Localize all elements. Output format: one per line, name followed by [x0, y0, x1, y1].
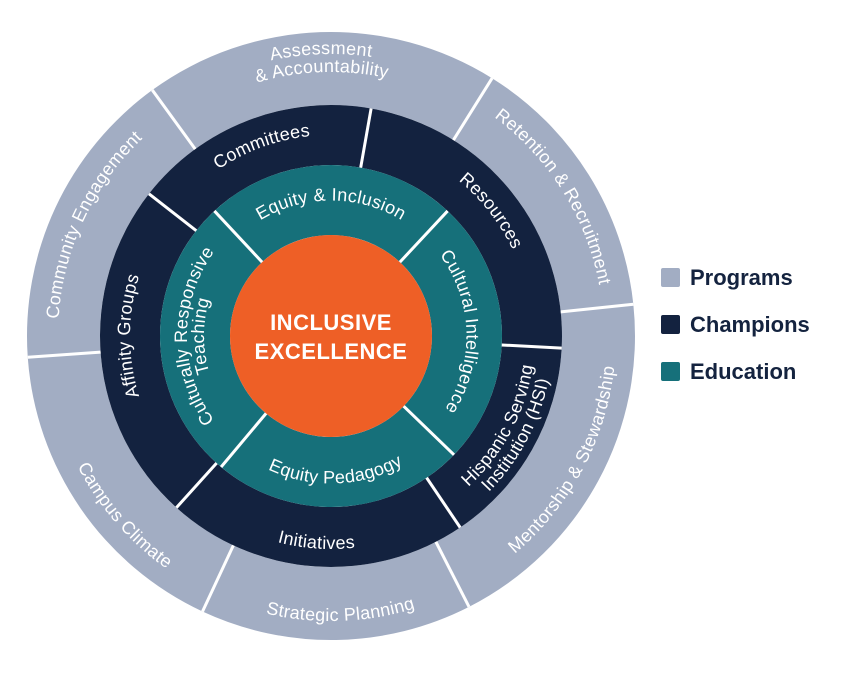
- outer-ring-divider-6: [27, 350, 101, 359]
- middle-ring-divider-5: [175, 462, 218, 509]
- legend-label-programs: Programs: [690, 264, 793, 290]
- inner-ring-divider-4: [219, 412, 268, 468]
- legend-swatch-education: [661, 362, 680, 381]
- inner-ring-divider-1: [213, 209, 264, 264]
- middle-ring-divider-2: [359, 108, 373, 168]
- middle-ring-segment-1: [148, 104, 372, 231]
- center-circle: [230, 235, 432, 437]
- outer-ring-divider-3: [560, 302, 634, 314]
- segment-dividers: [27, 77, 634, 613]
- legend: Programs Champions Education: [661, 254, 856, 395]
- legend-item-education: Education: [661, 348, 856, 395]
- outer-ring-segment-2: [453, 78, 634, 312]
- legend-item-champions: Champions: [661, 301, 856, 348]
- inner-ring-segment-3: [221, 406, 455, 508]
- outer-ring-programs: [27, 32, 635, 640]
- inner-ring-segment-1: [214, 165, 448, 263]
- inner-ring-education: [159, 165, 503, 508]
- inner-ring-divider-3: [402, 405, 456, 456]
- middle-ring-divider-4: [425, 476, 462, 529]
- inner-ring-segment-4: [159, 210, 267, 467]
- middle-ring-champions: [99, 104, 562, 568]
- center-title-line1: INCLUSIVE: [270, 310, 392, 335]
- center-core: INCLUSIVE EXCELLENCE: [230, 235, 432, 437]
- legend-item-programs: Programs: [661, 254, 856, 301]
- outer-ring-divider-5: [201, 544, 235, 613]
- middle-ring-segment-5: [99, 193, 217, 508]
- outer-ring-divider-2: [452, 77, 494, 141]
- legend-swatch-programs: [661, 268, 680, 287]
- middle-ring-divider-1: [148, 192, 198, 232]
- outer-ring-segment-1: [152, 32, 493, 150]
- middle-ring-divider-3: [501, 343, 562, 350]
- inner-ring-divider-2: [398, 209, 449, 264]
- outer-ring-divider-1: [151, 89, 197, 150]
- outer-ring-divider-4: [434, 541, 471, 608]
- outer-ring-segment-4: [202, 541, 470, 640]
- middle-ring-segment-2: [360, 108, 562, 349]
- legend-label-education: Education: [690, 358, 797, 384]
- center-title-line2: EXCELLENCE: [255, 339, 408, 364]
- inner-ring-segment-2: [399, 210, 503, 455]
- outer-ring-segment-3: [435, 304, 635, 607]
- outer-ring-segment-5: [27, 352, 234, 612]
- middle-ring-segment-3: [426, 344, 562, 528]
- outer-ring-segment-6: [27, 90, 196, 358]
- legend-label-champions: Champions: [690, 311, 810, 337]
- middle-ring-segment-4: [176, 463, 461, 568]
- legend-swatch-champions: [661, 315, 680, 334]
